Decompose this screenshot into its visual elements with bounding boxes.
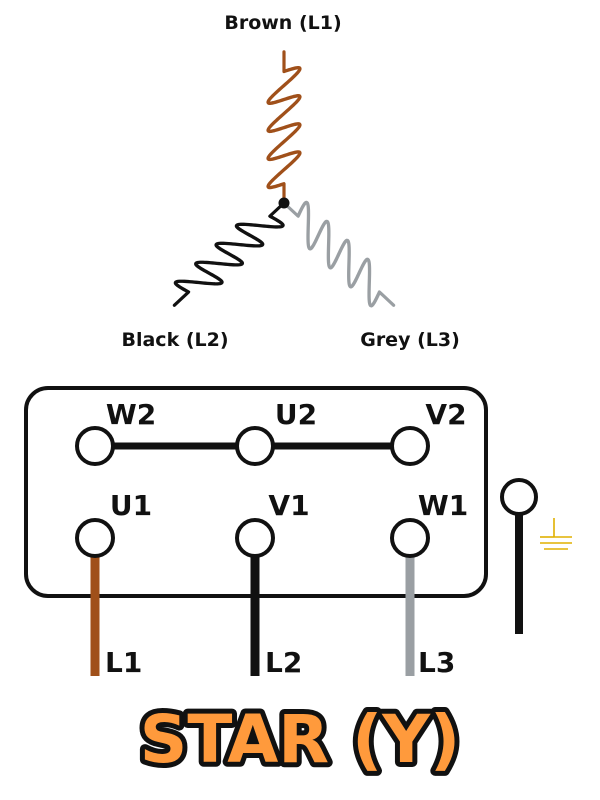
winding-label-brown-l1: Brown (L1)	[224, 12, 341, 34]
terminal-u1	[75, 518, 115, 558]
coil-grey-l3	[282, 200, 396, 308]
diagram-title: STAR (Y)	[140, 701, 460, 778]
terminal-w2	[75, 426, 115, 466]
coil-right-winding-path	[282, 200, 396, 308]
terminal-v1	[235, 518, 275, 558]
coil-brown-l1	[266, 50, 302, 205]
terminal-v2	[390, 426, 430, 466]
lead-label-l2: L2	[265, 646, 302, 679]
terminal-u2	[235, 426, 275, 466]
terminal-label-v1: V1	[268, 489, 309, 522]
coil-black-l2	[172, 201, 286, 307]
earth-ground-icon	[540, 518, 572, 550]
terminal-w1	[390, 518, 430, 558]
coil-top-winding-path	[266, 50, 302, 205]
terminal-label-w1: W1	[418, 489, 468, 522]
earth-terminal	[500, 478, 538, 516]
coil-left-winding-path	[172, 201, 286, 307]
lead-label-l3: L3	[418, 646, 455, 679]
star-point	[278, 197, 290, 209]
terminal-label-u2: U2	[275, 398, 317, 431]
terminal-label-v2: V2	[425, 398, 466, 431]
terminal-label-u1: U1	[110, 489, 152, 522]
lead-label-l1: L1	[105, 646, 142, 679]
winding-label-grey-l3: Grey (L3)	[360, 329, 460, 351]
winding-label-black-l2: Black (L2)	[121, 329, 228, 351]
terminal-label-w2: W2	[106, 398, 156, 431]
